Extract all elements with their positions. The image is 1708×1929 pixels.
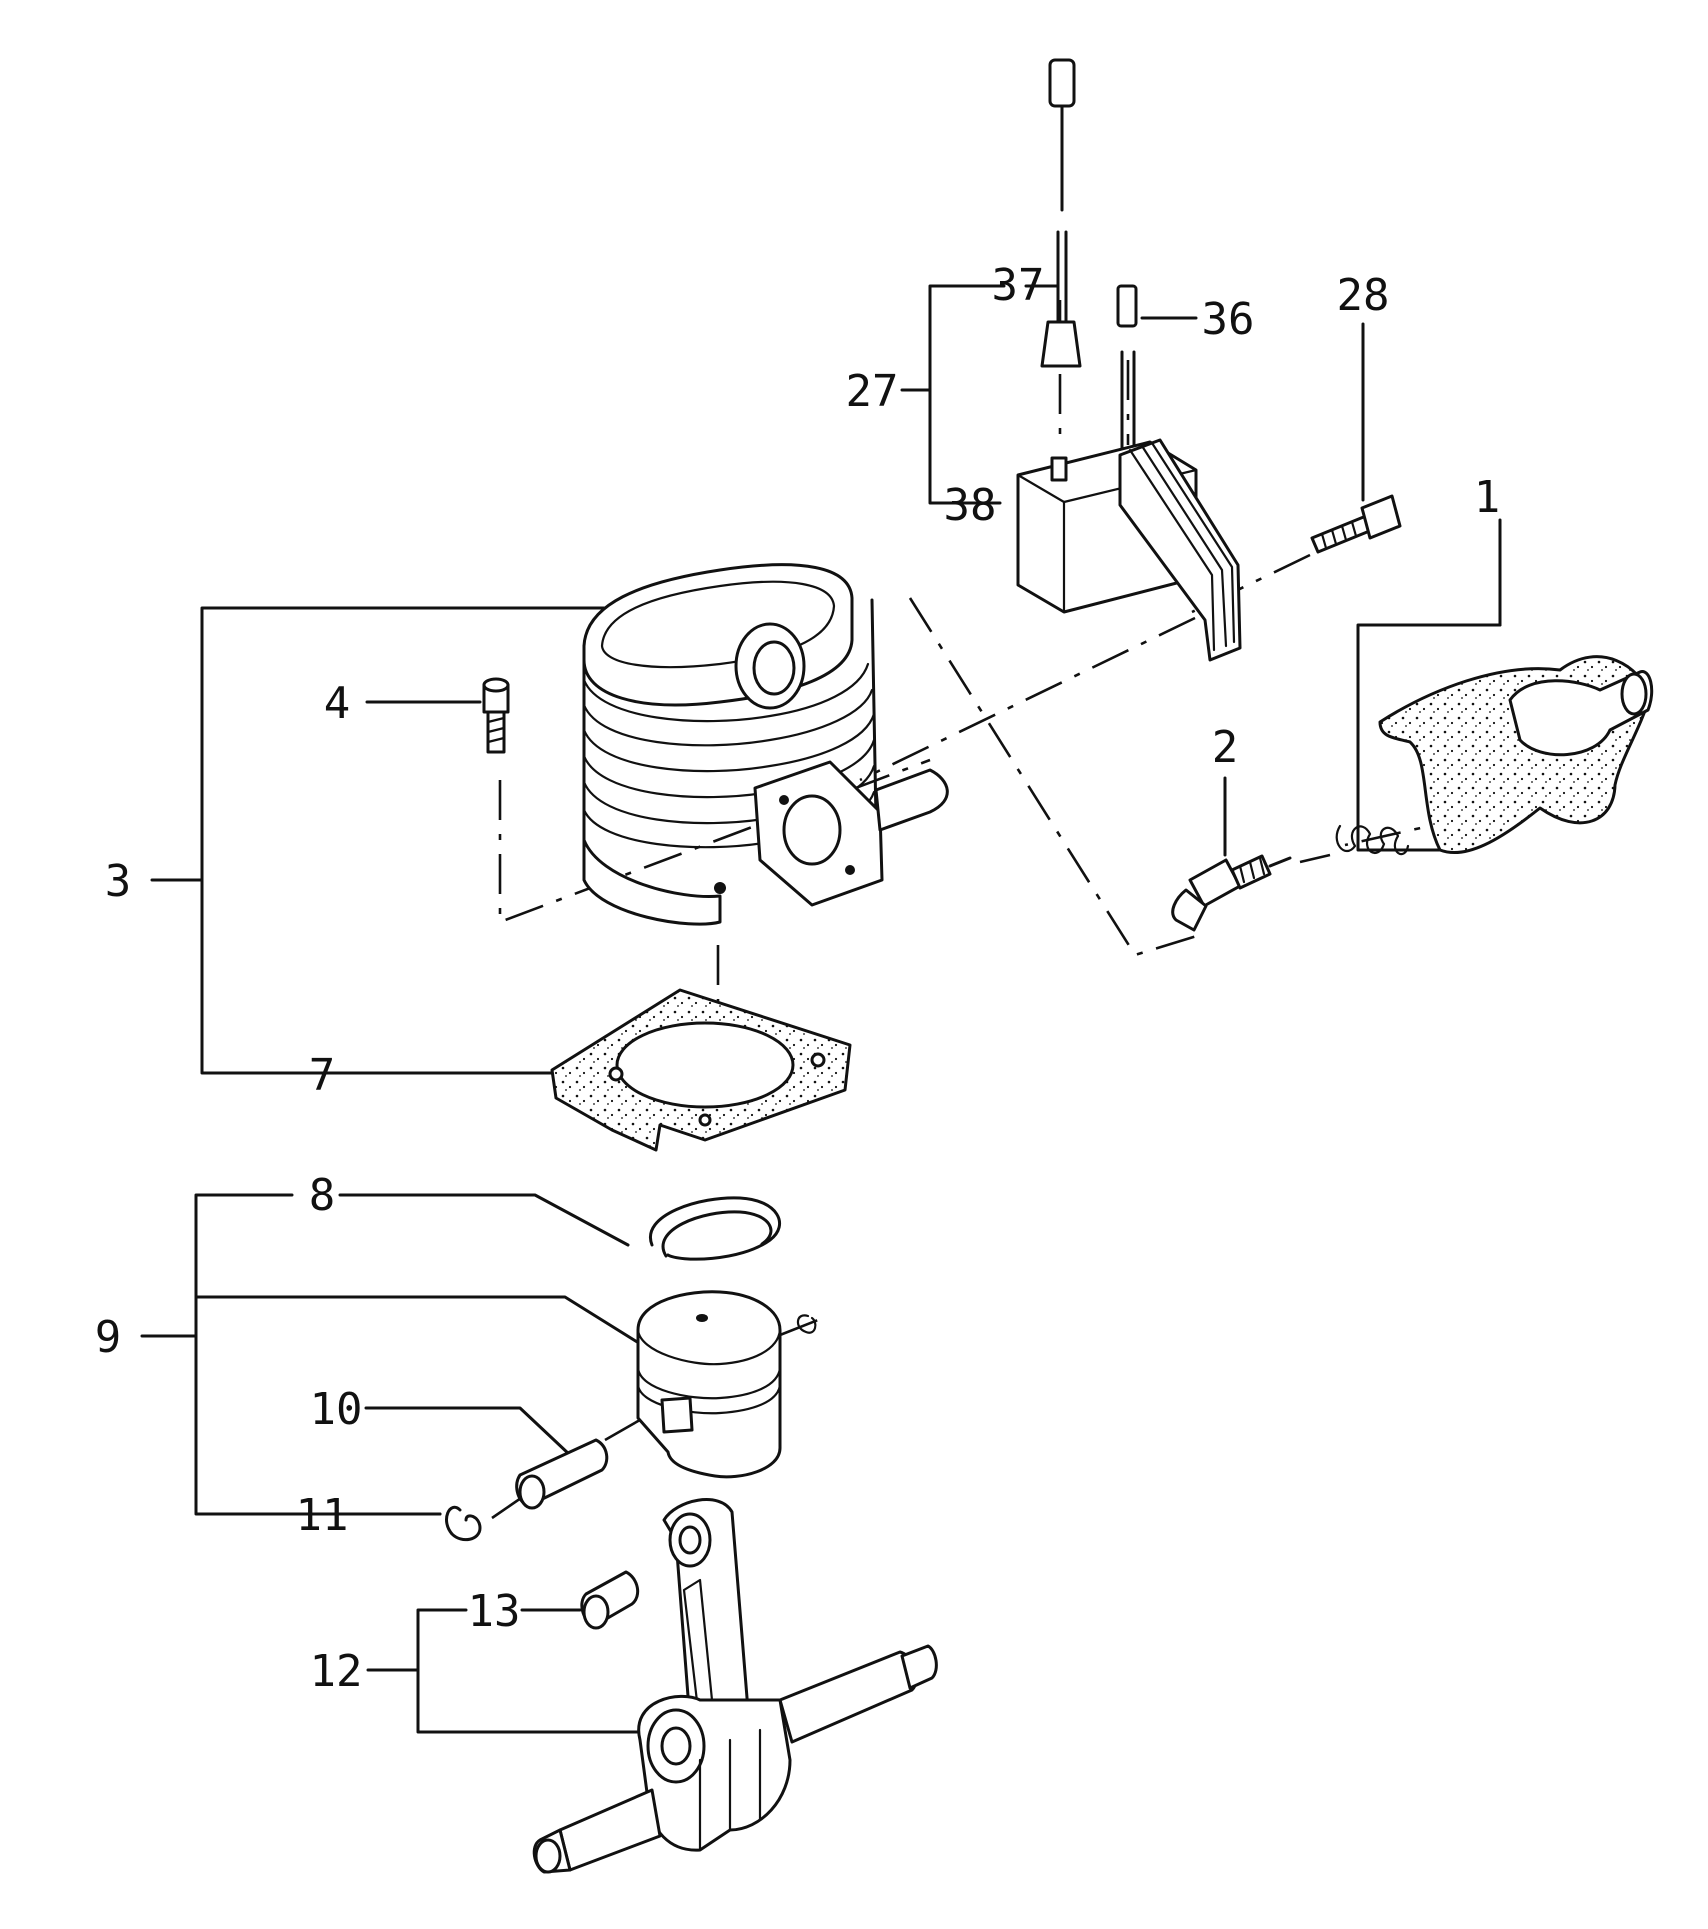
ignition-coil [1016, 58, 1242, 662]
callout-28: 28 [1337, 270, 1390, 321]
callout-38: 38 [944, 480, 997, 531]
callout-labels: 1 2 3 4 7 8 9 10 11 12 13 27 28 36 37 38 [95, 260, 1501, 1697]
piston-pin [515, 1438, 609, 1510]
spark-plug [1171, 854, 1292, 932]
leader-lines [140, 284, 1502, 1734]
crankshaft-assembly [532, 1498, 938, 1874]
coil-mounting-screw [1310, 494, 1402, 554]
callout-27: 27 [846, 366, 899, 417]
needle-bearing [580, 1570, 640, 1630]
callout-3: 3 [105, 856, 132, 907]
piston-pin-circlip [445, 1506, 482, 1542]
cylinder-bolt [482, 677, 510, 754]
cylinder [582, 563, 949, 926]
callout-1: 1 [1474, 472, 1501, 523]
callout-2: 2 [1212, 722, 1239, 773]
callout-9: 9 [95, 1312, 122, 1363]
inlet-pipe [1335, 655, 1654, 856]
callout-11: 11 [296, 1490, 349, 1541]
callout-37: 37 [992, 260, 1045, 311]
callout-12: 12 [310, 1646, 363, 1697]
callout-4: 4 [324, 678, 351, 729]
callout-7: 7 [309, 1050, 336, 1101]
callout-10: 10 [310, 1384, 363, 1435]
callout-13: 13 [468, 1586, 521, 1637]
cylinder-gasket [550, 988, 852, 1152]
piston-ring [648, 1196, 782, 1261]
callout-36: 36 [1202, 294, 1255, 345]
callout-8: 8 [309, 1170, 336, 1221]
piston [636, 1290, 817, 1479]
